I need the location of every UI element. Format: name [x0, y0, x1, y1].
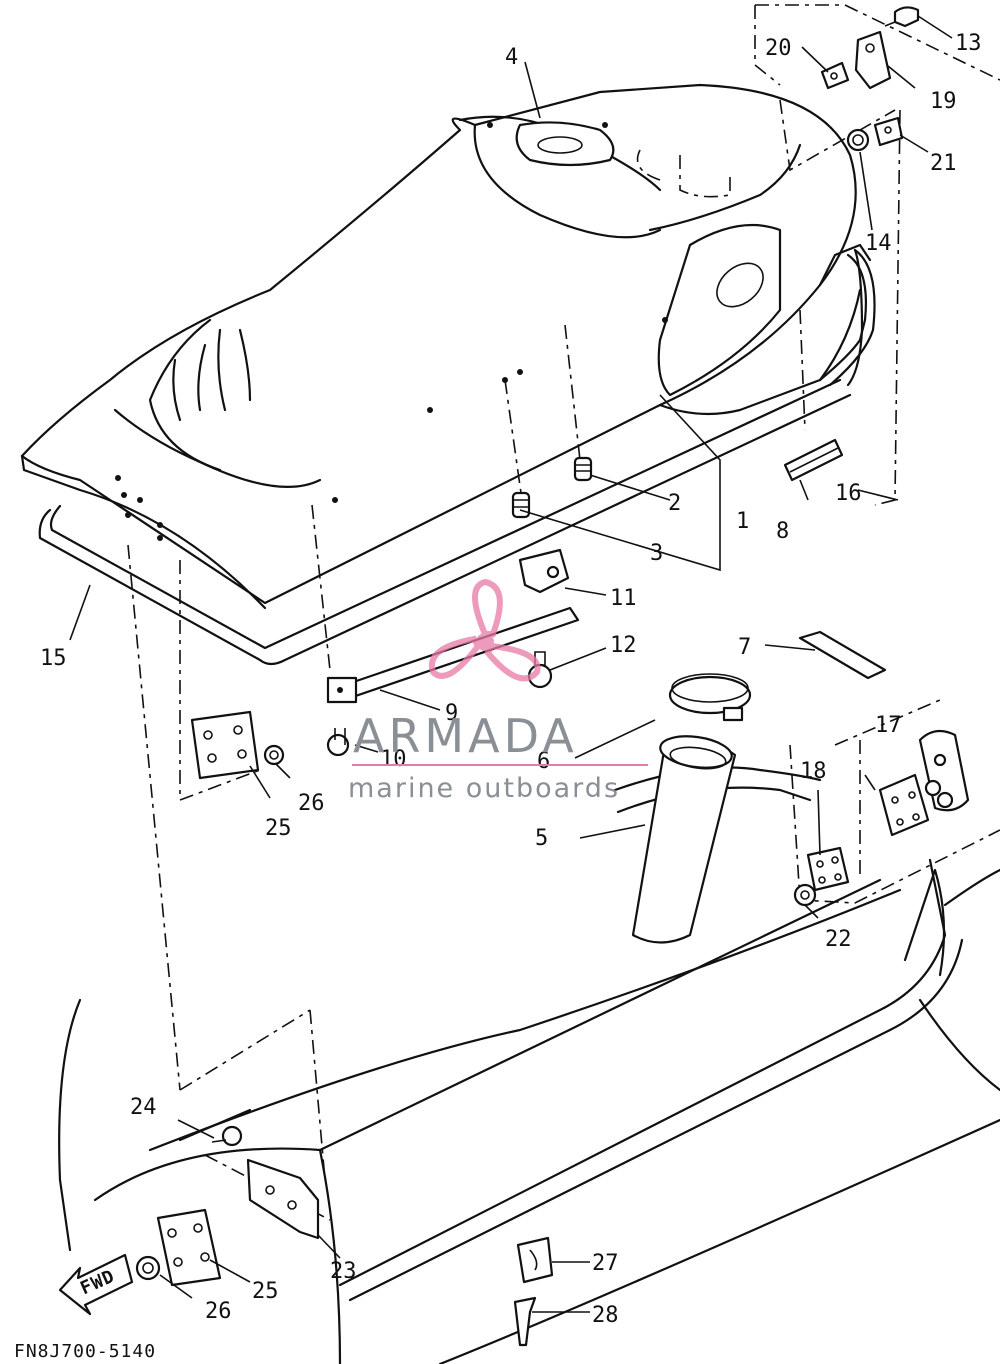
callout-25b: 25 [252, 1279, 279, 1304]
callout-26a: 26 [298, 791, 325, 816]
callout-21: 21 [930, 151, 957, 176]
callout-28: 28 [592, 1303, 619, 1328]
callout-23: 23 [330, 1259, 357, 1284]
callout-14: 14 [865, 231, 892, 256]
callout-22: 22 [825, 927, 852, 952]
callout-13: 13 [955, 31, 982, 56]
leader-lines [69, 15, 953, 1313]
seat-cowl [20, 83, 876, 610]
callout-18: 18 [800, 759, 827, 784]
watermark-tagline: marine outboards [348, 773, 620, 804]
callout-8: 8 [776, 519, 789, 544]
callout-1: 1 [736, 509, 749, 534]
part-callouts: 1 2 3 4 5 6 7 8 9 10 11 12 13 14 15 16 1… [14, 31, 982, 1362]
callout-24: 24 [130, 1095, 157, 1120]
callout-26b: 26 [205, 1299, 232, 1324]
callout-11: 11 [610, 586, 637, 611]
watermark-brand: ARMADA [353, 709, 578, 763]
callout-9: 9 [445, 701, 458, 726]
callout-10: 10 [380, 747, 407, 772]
drawing-code: FN8J700-5140 [14, 1341, 156, 1362]
callout-7: 7 [738, 635, 751, 660]
callout-12: 12 [610, 633, 637, 658]
callout-25a: 25 [265, 816, 292, 841]
callout-6: 6 [537, 749, 550, 774]
callout-19: 19 [930, 89, 957, 114]
callout-5: 5 [535, 826, 548, 851]
callout-2: 2 [668, 491, 681, 516]
callout-27: 27 [592, 1251, 619, 1276]
callout-20: 20 [765, 36, 792, 61]
small-parts [58, 6, 970, 1347]
callout-15: 15 [40, 646, 67, 671]
callout-16: 16 [835, 481, 862, 506]
callout-3: 3 [650, 541, 663, 566]
callout-17: 17 [875, 713, 902, 738]
callout-4: 4 [505, 45, 518, 70]
watermark: ARMADA marine outboards [348, 578, 648, 804]
propeller-logo-icon [426, 578, 542, 685]
seat-frame [38, 248, 864, 666]
